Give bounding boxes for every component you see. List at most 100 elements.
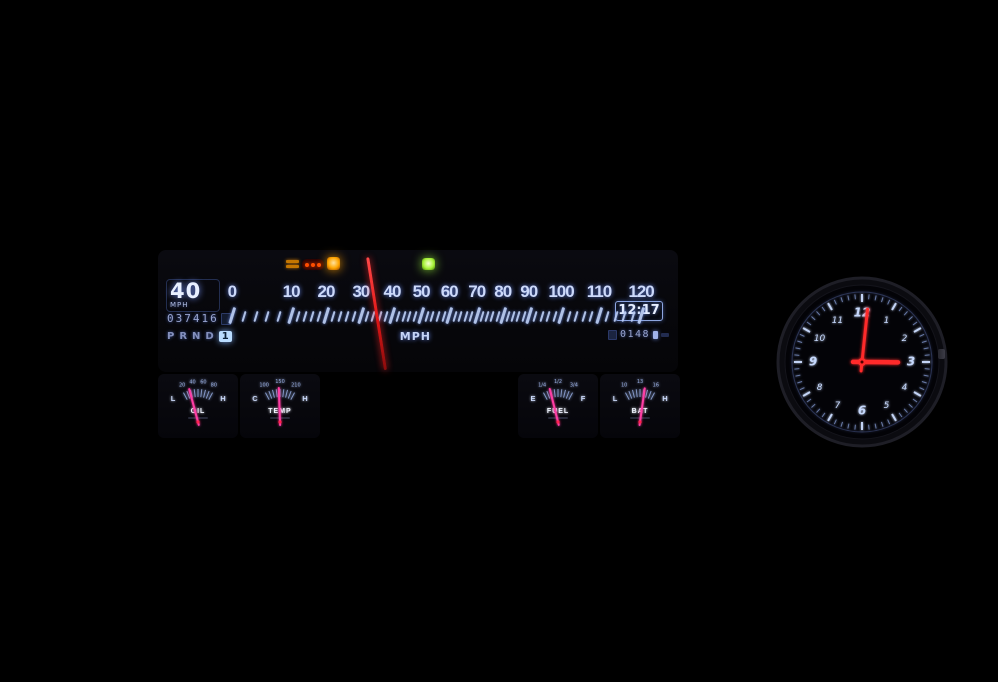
speed-scale-tick xyxy=(322,307,330,324)
gear-position-P: P xyxy=(167,331,175,342)
gauge-fuel-tick-label: 1/2 xyxy=(554,379,562,385)
speed-scale-tick xyxy=(588,310,594,323)
speed-scale-tick xyxy=(551,310,558,323)
speed-scale-tick xyxy=(604,310,610,323)
speed-scale-tick xyxy=(316,310,322,323)
speed-scale-tick xyxy=(539,310,545,323)
clock-hands xyxy=(850,307,901,373)
speed-scale-tick xyxy=(489,310,495,323)
speed-scale-tick xyxy=(364,310,370,323)
indicator-light-amber xyxy=(327,257,340,270)
clock-numeral-3: 3 xyxy=(907,355,915,369)
speed-scale-tick xyxy=(241,310,247,323)
speed-scale-label-110: 110 xyxy=(586,282,612,301)
speed-scale-tick xyxy=(276,310,282,323)
gauge-oil-tick-label: 60 xyxy=(200,379,206,385)
clock-set-stem xyxy=(938,349,945,359)
clock-numeral-2: 2 xyxy=(902,334,908,344)
speed-scale-tick xyxy=(337,310,343,323)
trip-odometer: 0148 xyxy=(608,329,670,340)
gauge-bat-max-label: H xyxy=(662,394,667,403)
gear-position-D: D xyxy=(205,331,214,342)
gear-position-N: N xyxy=(192,331,201,342)
speed-scale-tick xyxy=(595,307,603,324)
gauge-temp-tick-label: 210 xyxy=(291,382,301,388)
clock-numeral-1: 1 xyxy=(884,316,890,326)
speed-scale-tick xyxy=(515,310,521,323)
red-dot-icon xyxy=(311,262,315,267)
speed-scale-tick xyxy=(581,310,587,323)
clock-numeral-10: 10 xyxy=(814,334,826,344)
speed-scale-tick xyxy=(557,307,565,324)
speed-scale-tick xyxy=(573,310,579,323)
speed-scale-tick xyxy=(417,307,425,324)
speed-scale-label-120: 120 xyxy=(628,282,654,301)
speed-scale-label-0: 0 xyxy=(227,282,238,301)
clock-numeral-9: 9 xyxy=(809,355,817,369)
gauge-oil-tick-label: 20 xyxy=(179,382,185,388)
speed-scale-tick xyxy=(532,310,538,323)
clock-numeral-11: 11 xyxy=(832,316,843,326)
speed-scale-label-50: 50 xyxy=(412,282,431,301)
speed-scale-tick xyxy=(302,310,308,323)
speed-scale-label-40: 40 xyxy=(383,282,402,301)
gauge-fuel-label: FUEL xyxy=(547,408,569,415)
gauge-oil-tick-label: 80 xyxy=(211,382,217,388)
speed-scale-label-30: 30 xyxy=(352,282,370,301)
speed-scale-tick xyxy=(309,310,315,323)
gauge-oil-needle xyxy=(188,388,200,426)
gauge-temp-max-label: H xyxy=(302,394,307,403)
clock-numeral-8: 8 xyxy=(817,383,823,393)
speed-scale-tick xyxy=(406,310,413,323)
gear-position-1: 1 xyxy=(218,331,232,342)
speed-scale-tick xyxy=(401,310,407,323)
speed-scale-label-20: 20 xyxy=(317,282,335,301)
speed-scale-tick xyxy=(228,307,236,324)
speed-scale-tick xyxy=(566,310,572,323)
speed-scale-tick xyxy=(435,310,441,323)
speed-scale-label-80: 80 xyxy=(494,282,512,301)
trip-icon-right xyxy=(653,330,659,339)
clock-numeral-4: 4 xyxy=(902,383,908,393)
digital-speed-display: 40 MPH xyxy=(166,279,220,312)
speed-scale-tick xyxy=(525,307,533,324)
gauge-fuel-max-label: F xyxy=(581,394,586,403)
speed-scale-tick xyxy=(252,310,259,323)
gauge-bat-tick-label: 16 xyxy=(653,382,659,388)
speedometer-unit-label: MPH xyxy=(399,330,431,343)
indicator-light-red xyxy=(302,259,324,270)
clock-numeral-5: 5 xyxy=(884,401,890,411)
trip-value: 0148 xyxy=(620,329,651,340)
speed-unit: MPH xyxy=(170,301,189,309)
speed-scale-tick xyxy=(457,310,463,323)
speed-scale-tick xyxy=(429,310,435,323)
red-dot-icon xyxy=(305,262,309,267)
gauge-fuel-needle xyxy=(548,388,560,426)
gauge-bat-tick-label: 13 xyxy=(637,379,643,385)
speed-scale-tick xyxy=(287,307,295,324)
speed-value: 40 xyxy=(170,279,202,303)
clock-numeral-7: 7 xyxy=(835,401,841,411)
speed-scale-tick xyxy=(351,310,357,323)
speed-scale-tick xyxy=(264,310,270,323)
speed-scale-label-10: 10 xyxy=(282,282,301,301)
gauge-temp-tick-label: 150 xyxy=(275,379,285,385)
red-dot-icon xyxy=(317,262,321,267)
trip-icon-bar xyxy=(661,332,670,337)
speed-scale-tick xyxy=(295,310,301,323)
gauge-temp-tick-label: 100 xyxy=(259,382,269,388)
speed-scale-tick xyxy=(344,310,350,323)
gear-position-R: R xyxy=(179,331,188,342)
speed-scale-label-60: 60 xyxy=(440,282,459,301)
gauge-temp-needle xyxy=(277,387,282,426)
indicator-light-green xyxy=(422,258,435,270)
gauge-oil-tick-label: 40 xyxy=(189,379,195,385)
clock-numeral-6: 6 xyxy=(858,404,866,418)
gauge-temp: 100150210CHTEMP xyxy=(240,374,320,438)
amber-badge-text-line xyxy=(285,259,299,263)
gauge-fuel-tick-label: 3/4 xyxy=(570,382,578,388)
